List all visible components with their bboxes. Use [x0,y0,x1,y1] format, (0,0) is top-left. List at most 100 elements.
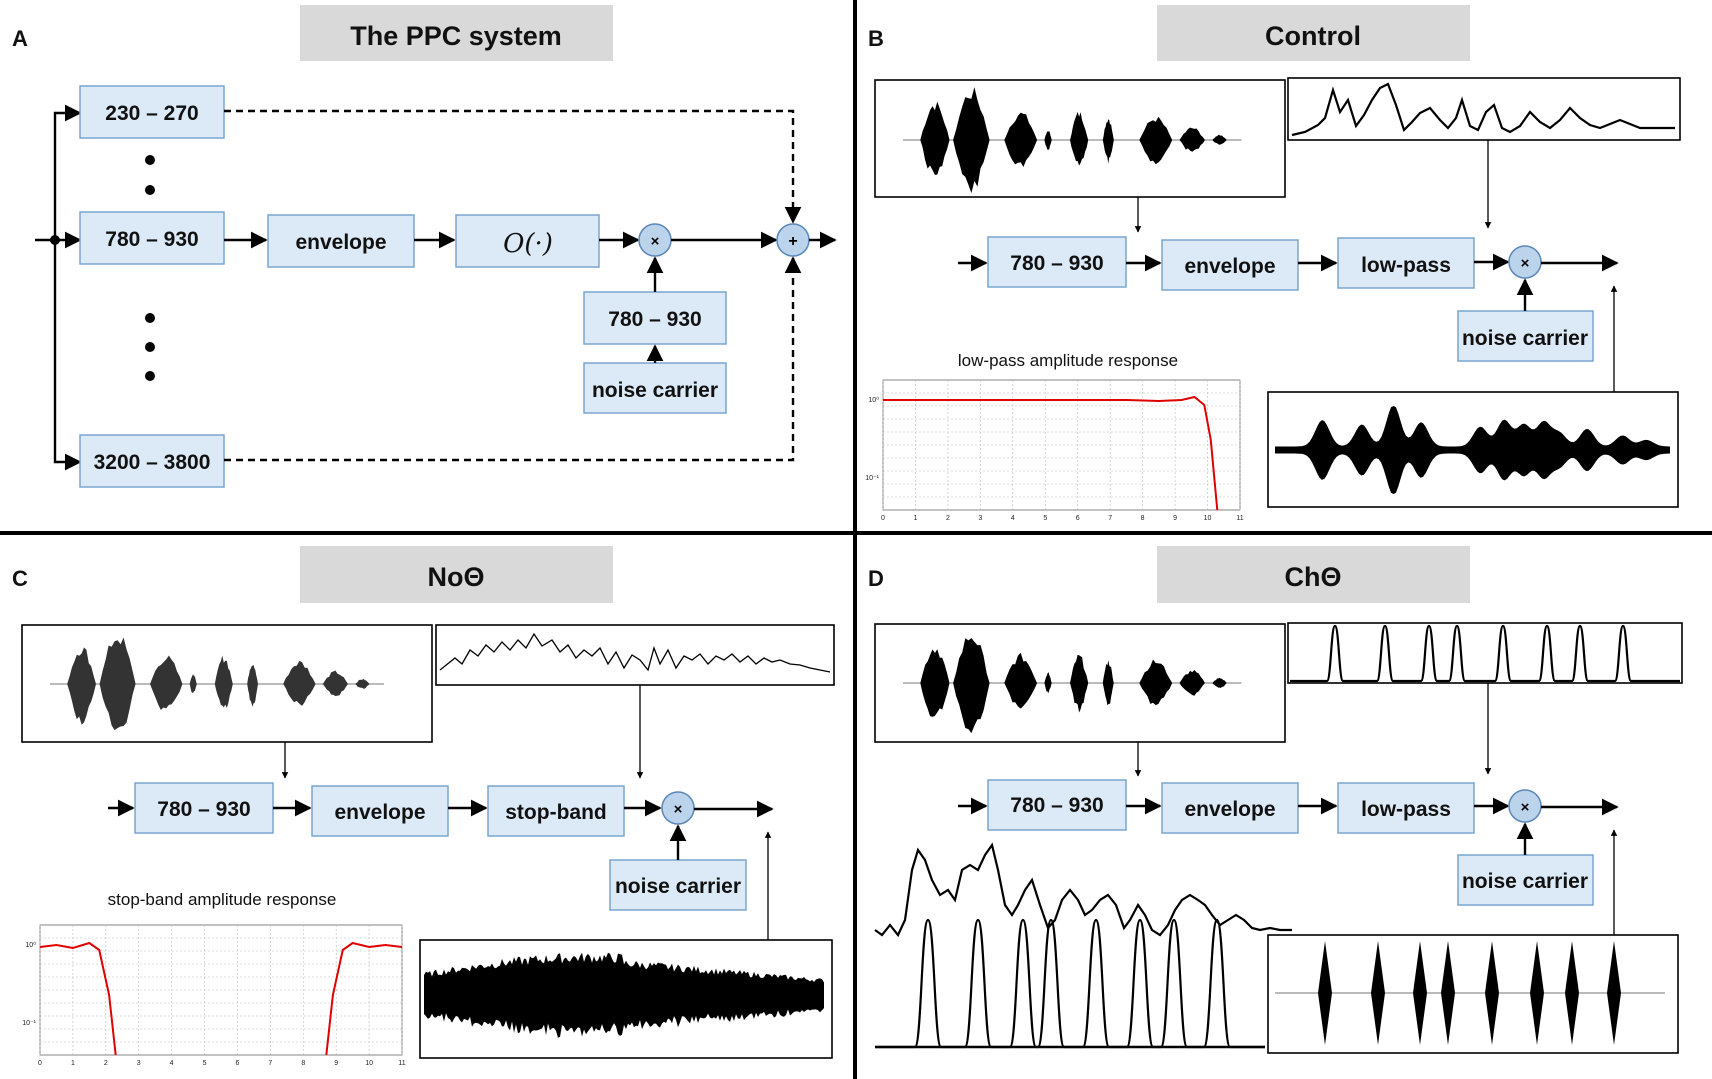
response-x-tick: 2 [946,515,950,522]
envelope-label-d: envelope [1184,798,1275,821]
dashed-top-path [224,109,802,224]
filter-label-d: low-pass [1361,798,1451,821]
response-x-tick: 4 [170,1060,174,1067]
panel-b-title: Control [1265,21,1361,51]
panel-c-title-box [300,546,613,603]
panel-d-title: ChΘ [1285,562,1342,592]
waveform-syllable [953,638,990,734]
filter-box-d [1337,782,1475,834]
band-label-c: 780 – 930 [157,798,250,821]
response-x-tick: 9 [334,1060,338,1067]
operator-label: O(·) [503,229,553,259]
waveform-syllable [920,101,950,175]
response-curve [39,941,403,1056]
band-780-930-label: 780 – 930 [105,228,198,251]
envelope-box-c [311,785,449,837]
pulse-train-path [1290,624,1680,683]
filter-box-c [487,785,625,837]
waveform-syllable [1044,672,1052,693]
response-x-tick: 7 [268,1060,272,1067]
waveform-syllable [1139,659,1173,706]
panel-c: C NoΘ 780 – 930 envelope stop-band × noi… [12,546,835,1067]
sum-symbol: + [788,233,797,250]
response-x-tick: 4 [1011,515,1015,522]
envelope-box-d [1161,782,1299,834]
noise-carrier-label-d: noise carrier [1462,870,1588,893]
waveform-syllable [1070,111,1089,166]
noise-carrier-box-c [609,859,747,911]
modulated-noise-shape [1275,406,1670,494]
envelope-label-c: envelope [334,801,425,824]
multiply-symbol-b: × [1521,255,1530,272]
response-x-tick: 8 [301,1060,305,1067]
panel-a: A The PPC system 230 – 270 780 – 930 320… [12,5,837,488]
waveform-syllable [99,637,136,731]
waveform-syllable [355,678,370,689]
panel-d-letter: D [868,566,884,591]
filter-label-b: low-pass [1361,254,1451,277]
burst-spindle [1485,941,1499,1045]
pulse-train-d [1290,624,1680,683]
band-230-270-label: 230 – 270 [105,102,198,125]
waveform-syllable [1102,660,1114,706]
waveform-syllable [1179,670,1205,696]
response-x-tick: 1 [71,1060,75,1067]
waveform-syllable [1004,112,1038,167]
waveform-syllable [1179,127,1205,152]
response-caption-b: low-pass amplitude response [958,351,1178,370]
response-x-tick: 0 [38,1060,42,1067]
response-x-tick: 11 [398,1060,405,1067]
band-mod-label: 780 – 930 [608,308,701,331]
pulse-overlay-d [875,918,1265,1049]
burst-spindle [1413,941,1427,1045]
response-x-tick: 3 [137,1060,141,1067]
waveform-syllable [920,649,950,717]
response-x-tick: 2 [104,1060,108,1067]
waveform-syllable [953,87,990,194]
response-curve [883,395,1219,511]
output-waveform-c [424,952,824,1038]
response-y-tick-bottom: 10⁻¹ [22,1020,36,1027]
panel-b-letter: B [868,26,884,51]
response-y-tick-top: 10⁰ [868,396,879,404]
envelope-overlay-d [874,842,1292,938]
envelope-box-b [1161,239,1299,291]
waveform-syllable [1212,677,1227,688]
response-x-tick: 3 [978,515,982,522]
band-3200-3800-box [79,434,225,488]
envelope-box [267,214,415,268]
panel-c-letter: C [12,566,28,591]
waveform-syllable [214,655,233,708]
band-3200-3800-label: 3200 – 3800 [94,451,211,474]
waveform-syllable [247,664,258,707]
branch-up [53,104,82,240]
waveform-syllable [1212,134,1227,145]
pulse-plot-frame-d [1287,622,1683,684]
band-box-d [987,779,1127,831]
response-x-tick: 1 [914,515,918,522]
waveform-syllable [189,674,197,693]
burst-spindle [1441,941,1455,1045]
burst-spindle [1530,941,1544,1045]
envelope-plot-frame-b [1287,77,1681,141]
band-box-b [987,236,1127,288]
waveform-syllable [283,660,316,706]
burst-spindle [1565,941,1579,1045]
response-x-tick: 6 [236,1060,240,1067]
filter-box-b [1337,237,1475,289]
output-waveform-b [1275,406,1670,494]
panel-a-title: The PPC system [350,21,562,51]
envelope-curve-c [439,632,831,673]
noise-carrier-box-d [1457,854,1594,906]
envelope-label: envelope [295,231,386,254]
branch-down [53,240,82,471]
multiply-symbol-c: × [674,801,683,818]
noise-carrier-label-a: noise carrier [592,379,718,402]
band-box-c [134,782,274,834]
waveform-syllable [67,647,96,725]
band-780-930-box [79,211,225,265]
noise-carrier-label-b: noise carrier [1462,327,1588,350]
burst-spindle [1318,941,1332,1045]
burst-spindle [1607,941,1621,1045]
